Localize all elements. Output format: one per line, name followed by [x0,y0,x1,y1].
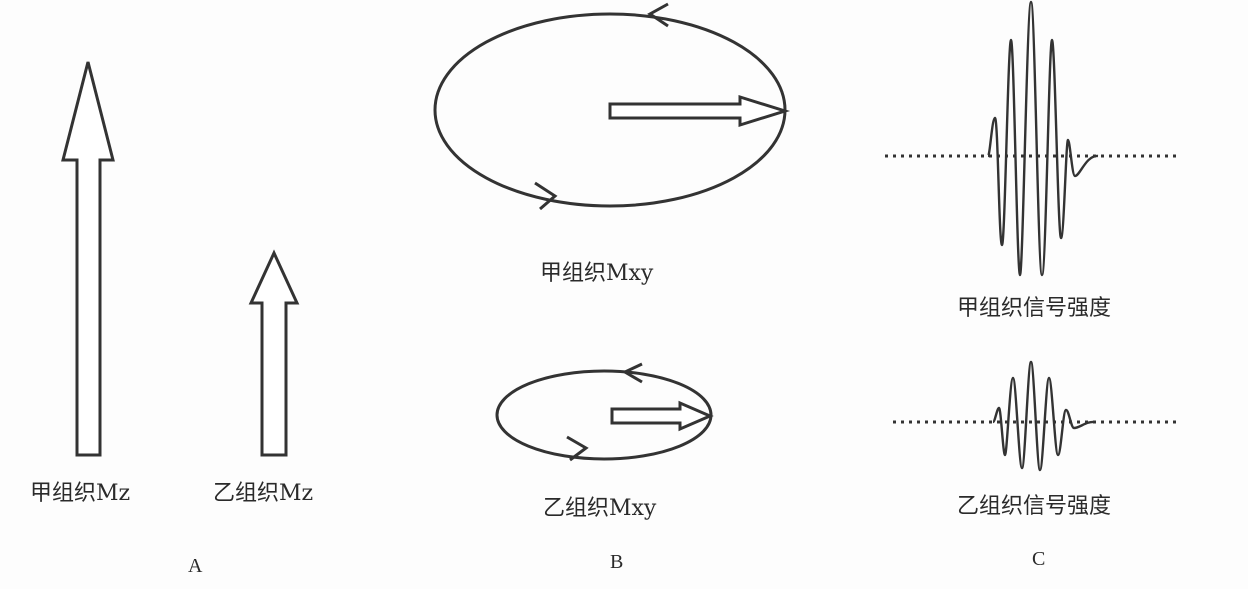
panel-c: 甲组织信号强度 乙组织信号强度 C [885,0,1180,570]
jia-signal-label: 甲组织信号强度 [957,296,1111,321]
jia-signal-waveform [986,0,1099,277]
panel-b-label: B [610,551,623,573]
panel-c-label: C [1032,548,1045,570]
jia-rotation-arrowhead-bottom [534,181,558,211]
panel-a: 甲组织Mz 乙组织Mz A [30,61,313,577]
panel-b: 甲组织Mxy 乙组织Mxy B [433,2,791,573]
yi-rotation-arrowhead-bottom [566,435,589,462]
jia-mxy-arrow [608,94,791,128]
yi-rotation-arrowhead-top [621,362,643,384]
jia-mz-arrow [61,61,115,457]
jia-rotation-arrowhead-top [647,2,669,28]
panel-a-label: A [188,555,203,577]
jia-mz-label: 甲组织Mz [30,481,130,506]
jia-mxy-label: 甲组织Mxy [540,261,654,286]
yi-mxy-label: 乙组织Mxy [543,496,657,521]
yi-signal-waveform [991,360,1096,472]
yi-mz-label: 乙组织Mz [213,481,313,506]
yi-mxy-arrow [610,400,714,432]
yi-mz-arrow [248,249,300,457]
yi-signal-label: 乙组织信号强度 [957,494,1111,519]
